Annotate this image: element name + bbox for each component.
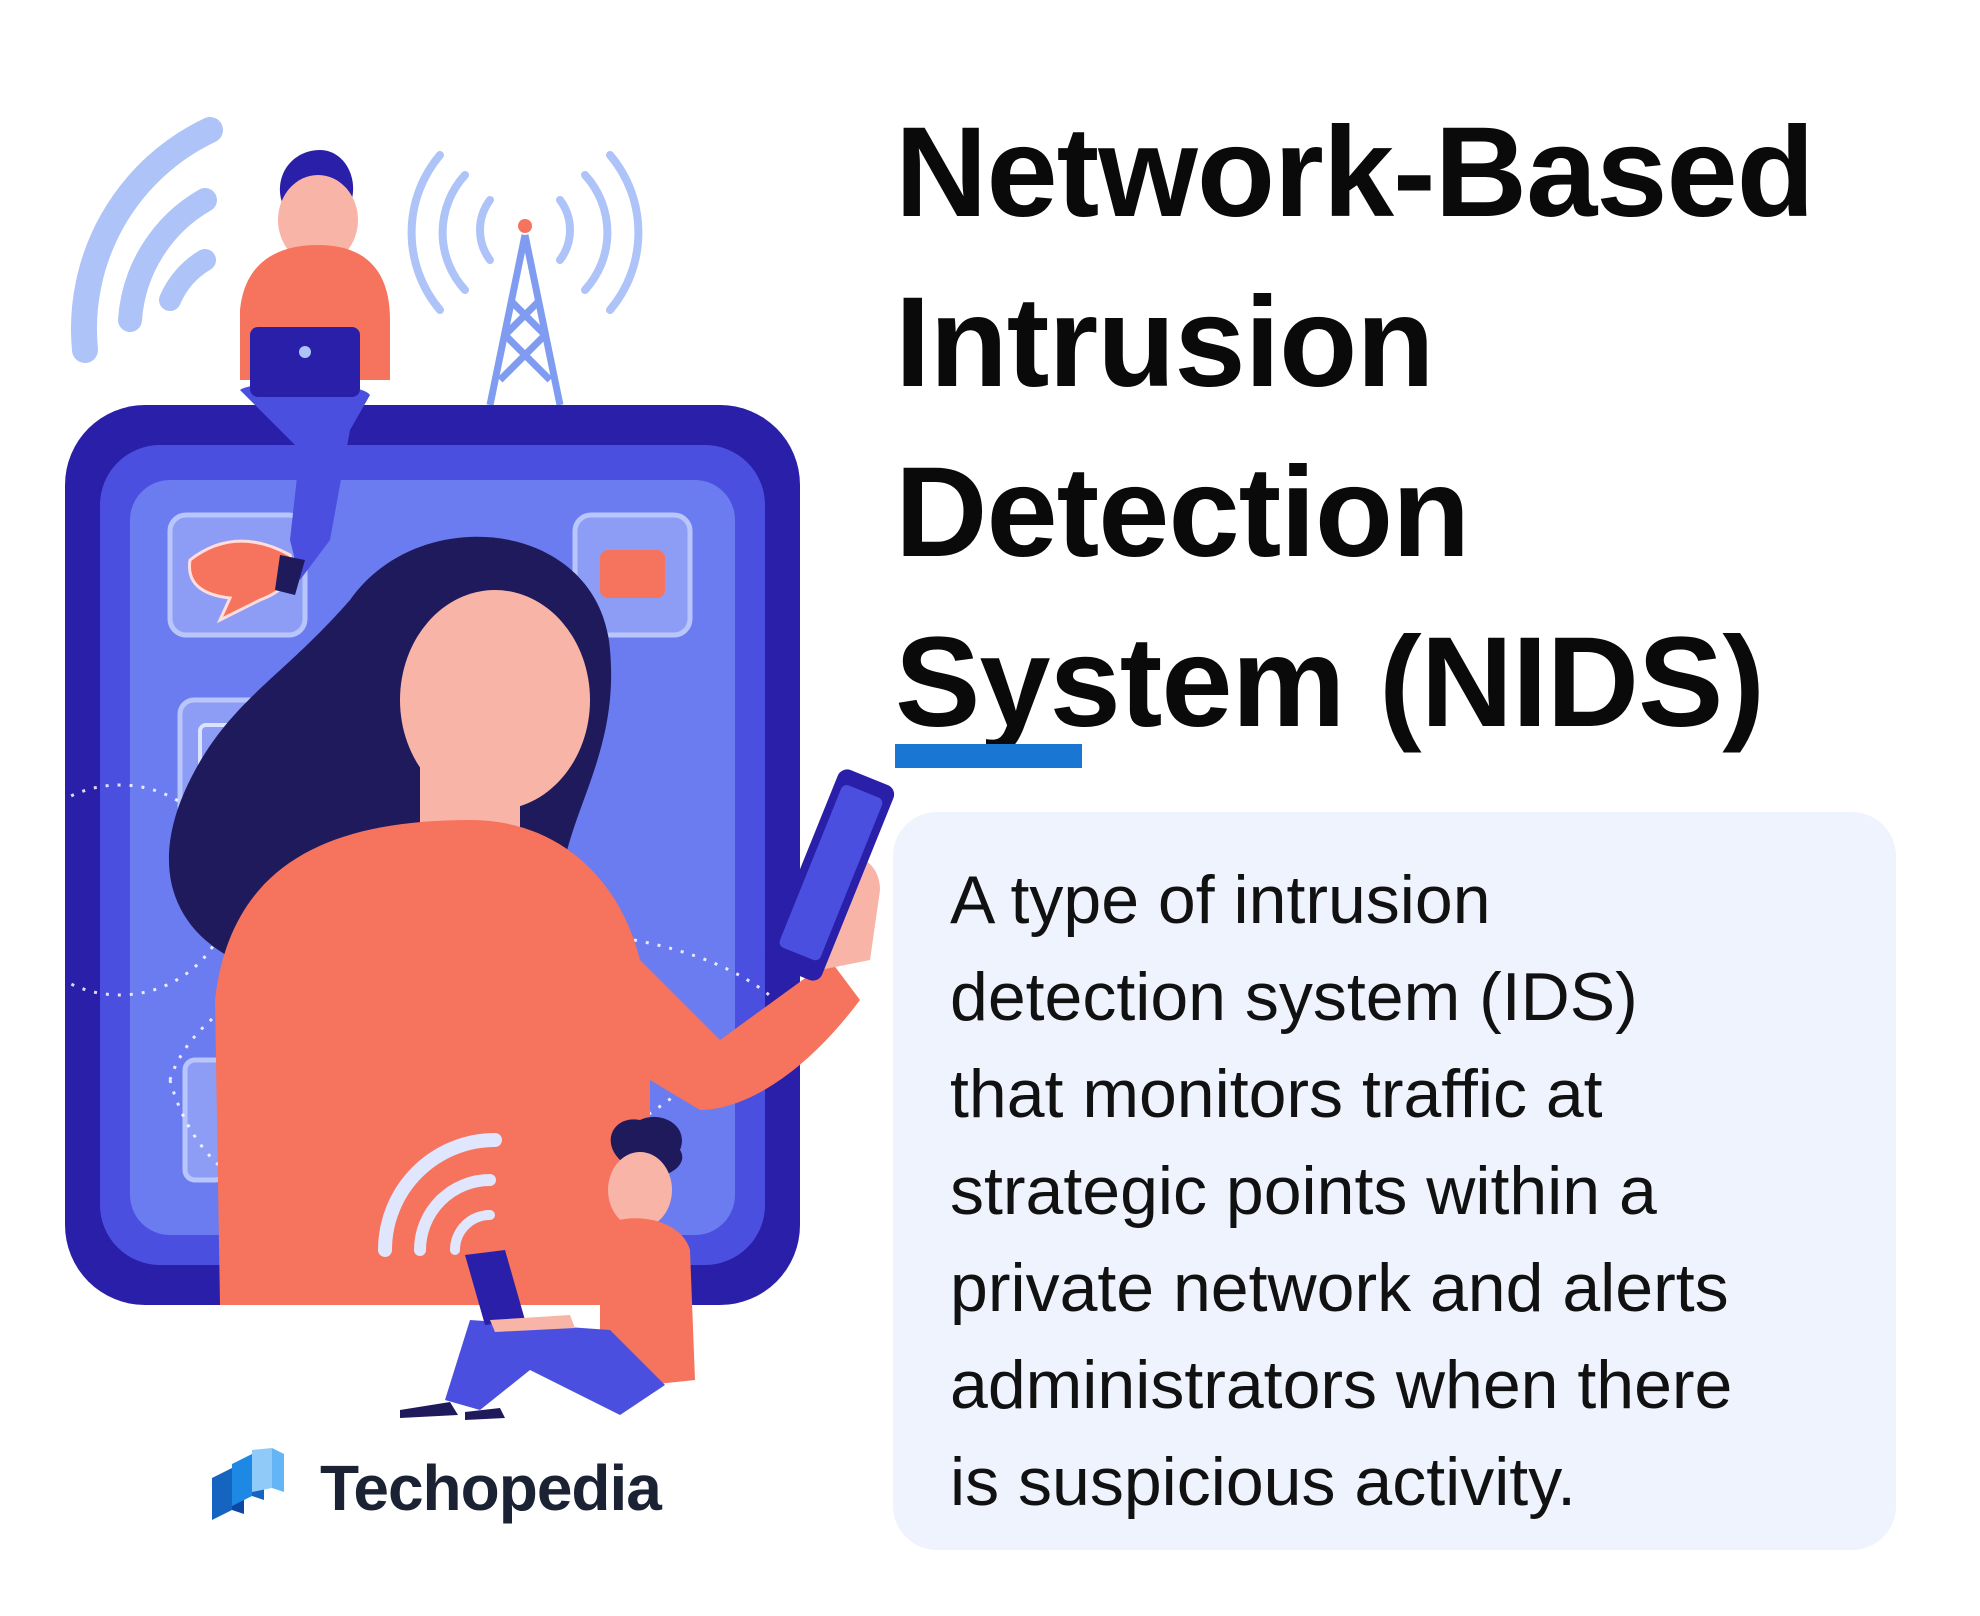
definition-line: that monitors traffic at xyxy=(950,1056,1603,1132)
definition-line: administrators when there xyxy=(950,1347,1733,1423)
legs xyxy=(240,383,370,580)
title-line: Network-Based xyxy=(895,101,1815,244)
techopedia-cubes-icon xyxy=(212,1448,284,1520)
definition-line: detection system (IDS) xyxy=(950,959,1638,1035)
man-on-floor xyxy=(400,1116,695,1420)
definition-line: A type of intrusion xyxy=(950,862,1491,938)
page-title: Network-Based Intrusion Detection System… xyxy=(895,88,1955,768)
hero-illustration xyxy=(0,0,900,1616)
woman-with-phone xyxy=(168,536,895,1305)
face xyxy=(400,590,590,810)
title-line: Detection xyxy=(895,441,1470,584)
antenna-tower-icon xyxy=(486,219,564,406)
title-underline xyxy=(895,744,1082,768)
title-line: Intrusion xyxy=(895,271,1435,414)
definition-card: A type of intrusion detection system (ID… xyxy=(893,812,1896,1550)
wifi-signal-icon xyxy=(71,117,223,363)
brand-name: Techopedia xyxy=(320,1452,662,1524)
laptop-icon xyxy=(250,327,360,397)
man-on-tablet xyxy=(240,150,390,595)
brand-logo: Techopedia xyxy=(210,1448,662,1528)
wifi-sweater-icon xyxy=(378,1133,502,1257)
definition-line: private network and alerts xyxy=(950,1250,1729,1326)
broadcast-waves-icon xyxy=(407,151,643,314)
title-line: System (NIDS) xyxy=(895,611,1765,754)
camera-icon xyxy=(600,550,665,598)
definition-line: is suspicious activity. xyxy=(950,1444,1577,1520)
definition-text: A type of intrusion detection system (ID… xyxy=(950,852,1890,1531)
sweater xyxy=(215,820,860,1305)
definition-line: strategic points within a xyxy=(950,1153,1657,1229)
laptop-icon xyxy=(465,1250,525,1325)
legs xyxy=(445,1320,665,1415)
